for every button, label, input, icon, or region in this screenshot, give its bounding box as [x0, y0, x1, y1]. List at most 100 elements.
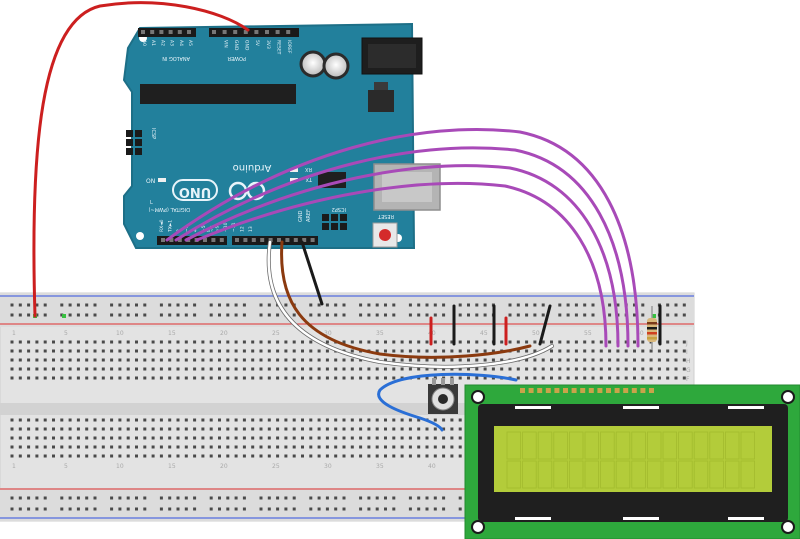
breadboard-hole — [458, 454, 462, 458]
breadboard-hole — [400, 427, 404, 431]
breadboard-hole — [159, 436, 163, 440]
rx-label: RX — [305, 166, 312, 172]
breadboard-hole — [309, 340, 313, 344]
lcd-header-pin — [631, 388, 637, 393]
breadboard-hole — [641, 376, 645, 380]
header-pin — [268, 238, 273, 242]
breadboard-hole — [558, 340, 562, 344]
breadboard-hole — [27, 303, 31, 307]
breadboard-hole — [267, 496, 271, 500]
header-pin — [203, 238, 207, 242]
breadboard-hole — [325, 418, 329, 422]
breadboard-hole — [159, 367, 163, 371]
potentiometer-pin — [432, 378, 436, 385]
breadboard-hole — [384, 436, 387, 440]
breadboard-hole — [458, 313, 462, 317]
breadboard-hole — [226, 367, 230, 371]
breadboard-hole — [60, 376, 64, 380]
breadboard-hole — [525, 340, 529, 344]
breadboard-hole — [317, 313, 321, 317]
breadboard-hole — [458, 418, 462, 422]
breadboard-hole — [93, 349, 97, 353]
breadboard-hole — [184, 496, 188, 500]
breadboard-hole — [350, 358, 354, 362]
breadboard-hole — [259, 496, 263, 500]
breadboard-hole — [76, 358, 80, 362]
breadboard-hole — [400, 454, 404, 458]
breadboard-hole — [60, 313, 64, 317]
breadboard-hole — [218, 367, 221, 371]
breadboard-hole — [10, 436, 14, 440]
breadboard-hole — [276, 507, 280, 511]
breadboard-hole — [325, 313, 329, 317]
breadboard-hole — [242, 367, 246, 371]
breadboard-hole — [350, 436, 354, 440]
breadboard-hole — [101, 340, 105, 344]
icsp-pin — [135, 148, 142, 155]
breadboard-hole — [276, 349, 280, 353]
breadboard-hole — [417, 445, 421, 449]
breadboard-hole — [408, 367, 412, 371]
breadboard-hole — [408, 349, 412, 353]
breadboard-hole — [118, 454, 122, 458]
wire-blue — [377, 372, 518, 432]
breadboard-hole — [583, 367, 587, 371]
breadboard-hole — [10, 454, 14, 458]
breadboard-hole — [292, 340, 296, 344]
breadboard-hole — [27, 507, 31, 511]
breadboard-hole — [284, 349, 288, 353]
breadboard-hole — [10, 367, 14, 371]
lcd-mounting-hole — [471, 390, 485, 404]
breadboard-hole — [425, 427, 429, 431]
breadboard-hole — [392, 340, 396, 344]
atmega-chip — [140, 84, 296, 104]
breadboard-hole — [541, 303, 545, 307]
breadboard-hole — [566, 303, 570, 307]
breadboard-hole — [259, 418, 263, 422]
breadboard-hole — [301, 436, 304, 440]
breadboard-hole — [292, 427, 296, 431]
breadboard-hole — [574, 303, 578, 307]
breadboard-hole — [284, 436, 288, 440]
breadboard-hole — [682, 313, 686, 317]
breadboard-hole — [68, 376, 72, 380]
breadboard-hole — [43, 436, 47, 440]
breadboard-hole — [193, 303, 197, 307]
breadboard-column-number: 60 — [636, 330, 644, 337]
breadboard-hole — [666, 349, 670, 353]
breadboard-hole — [159, 445, 163, 449]
breadboard-hole — [52, 349, 55, 353]
breadboard-hole — [425, 496, 429, 500]
breadboard-hole — [666, 303, 670, 307]
breadboard-hole — [384, 445, 387, 449]
lcd-character-cell — [709, 460, 724, 489]
header-pin — [169, 238, 174, 242]
breadboard-hole — [218, 507, 221, 511]
breadboard-hole — [267, 358, 271, 362]
breadboard-hole — [624, 358, 628, 362]
breadboard-hole — [68, 418, 72, 422]
breadboard-hole — [143, 496, 147, 500]
breadboard-row-letter: F — [686, 376, 690, 383]
breadboard-hole — [193, 436, 197, 440]
lcd-header-pin — [606, 388, 611, 393]
breadboard-hole — [317, 496, 321, 500]
breadboard-hole — [392, 507, 396, 511]
breadboard-hole — [242, 303, 246, 307]
breadboard-hole — [425, 436, 429, 440]
breadboard-hole — [458, 358, 462, 362]
breadboard-hole — [276, 445, 280, 449]
breadboard-hole — [350, 349, 354, 353]
breadboard-hole — [458, 349, 462, 353]
breadboard-hole — [558, 349, 562, 353]
breadboard-hole — [18, 507, 22, 511]
reset-label: RESET — [377, 213, 394, 219]
breadboard-hole — [591, 303, 595, 307]
breadboard-hole — [450, 445, 454, 449]
breadboard-hole — [442, 445, 446, 449]
potentiometer-pin — [450, 378, 454, 385]
breadboard-hole — [135, 358, 138, 362]
breadboard-hole — [392, 349, 396, 353]
breadboard-hole — [159, 507, 163, 511]
breadboard-hole — [342, 367, 346, 371]
